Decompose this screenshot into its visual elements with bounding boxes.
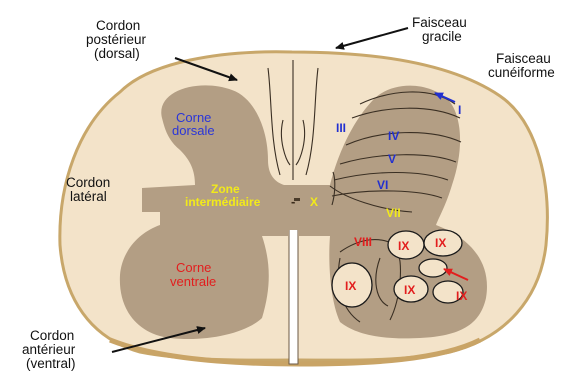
lamina-iv-label: IV bbox=[388, 129, 399, 143]
lamina-ix-label-1: IX bbox=[398, 239, 409, 253]
ventral-cord-label-2: antérieur bbox=[22, 342, 76, 357]
dorsal-cord-label-1: Cordon bbox=[96, 18, 140, 33]
lamina-v-label: V bbox=[388, 152, 396, 166]
dorsal-horn-label-2: dorsale bbox=[172, 123, 215, 138]
lamina-ix-label-2: IX bbox=[435, 236, 446, 250]
ventral-fissure bbox=[289, 228, 298, 364]
ventral-cord-label-3: (ventral) bbox=[26, 356, 76, 371]
lamina-ix-label-5: IX bbox=[456, 289, 467, 303]
intermediate-zone-label-2: intermédiaire bbox=[185, 195, 261, 209]
intermediate-zone-label-1: Zone bbox=[211, 182, 240, 196]
lateral-cord-label-2: latéral bbox=[70, 189, 107, 204]
gracile-label-1: Faisceau bbox=[412, 15, 467, 30]
ventral-cord-label-1: Cordon bbox=[30, 328, 74, 343]
lamina-ix-label-3: IX bbox=[345, 279, 356, 293]
cuneiform-label-1: Faisceau bbox=[496, 51, 551, 66]
lateral-cord-label-1: Cordon bbox=[66, 175, 110, 190]
cuneiform-label-2: cunéiforme bbox=[488, 65, 555, 80]
lamina-vi-label: VI bbox=[377, 178, 388, 192]
lamina-ix-label-4: IX bbox=[404, 283, 415, 297]
lamina-viii-label: VIII bbox=[354, 235, 372, 249]
dorsal-cord-label-3: (dorsal) bbox=[94, 46, 140, 61]
lamina-iii-label: III bbox=[336, 121, 346, 135]
ventral-horn-label-2: ventrale bbox=[170, 274, 216, 289]
lamina-vii-label: VII bbox=[386, 206, 401, 220]
dorsal-cord-label-2: postérieur bbox=[86, 32, 147, 47]
lamina-ix-oval-3 bbox=[419, 259, 447, 277]
gracile-arrow bbox=[336, 28, 408, 48]
lamina-x-label: X bbox=[310, 195, 318, 209]
lamina-i-label: I bbox=[458, 103, 461, 117]
gracile-label-2: gracile bbox=[422, 29, 462, 44]
ventral-horn-label-1: Corne bbox=[176, 260, 211, 275]
lamina-x-dash: - bbox=[291, 194, 295, 209]
